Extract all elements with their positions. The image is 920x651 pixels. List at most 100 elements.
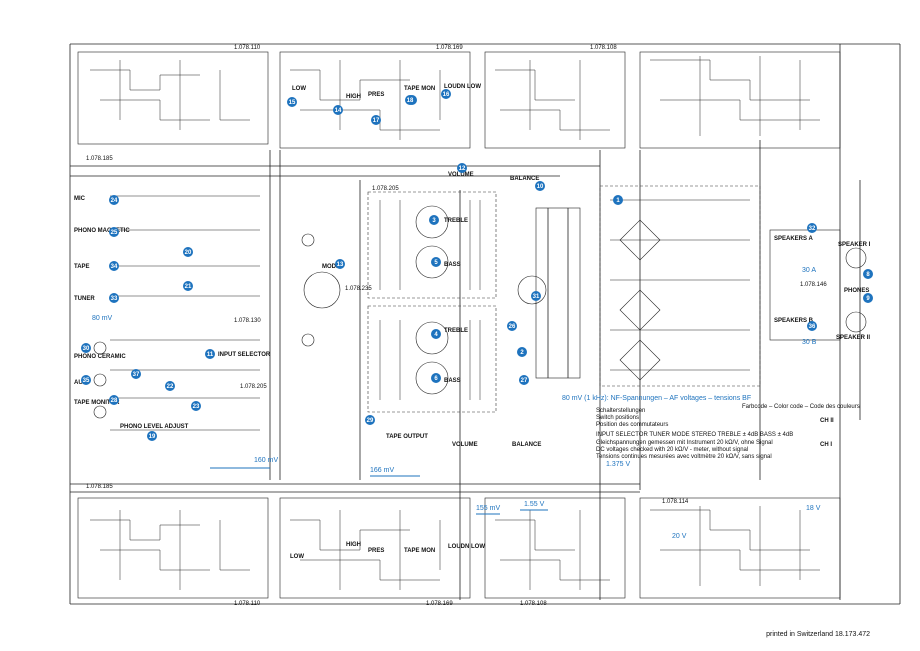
control-label-speakers-a: SPEAKERS A	[774, 236, 813, 242]
control-label-loudn-top: LOUDN LOW	[444, 84, 481, 90]
input-jacks	[93, 247, 867, 419]
input-label-aux: AUX	[74, 380, 87, 386]
voltage-1-55v: 1.55 V	[524, 501, 545, 508]
svg-text:32: 32	[809, 226, 816, 232]
tone-pots	[301, 205, 449, 395]
marker-21: 21	[183, 281, 193, 291]
marker-11: 11	[205, 349, 215, 359]
svg-text:3: 3	[432, 218, 436, 224]
board-label-14: 1.078.114	[662, 499, 689, 505]
legend-setup-en: Switch positions	[596, 415, 639, 421]
svg-text:34: 34	[111, 264, 118, 270]
control-label-high-bottom: HIGH	[346, 542, 361, 548]
control-label-high-top: HIGH	[346, 94, 361, 100]
voltage-1-375v: 1.375 V	[606, 461, 630, 468]
board-label-2: 1.078.169	[436, 45, 463, 51]
tone-board-top	[279, 51, 471, 149]
svg-text:15: 15	[289, 100, 296, 106]
svg-text:36: 36	[809, 324, 816, 330]
voltage-80mv: 80 mV	[92, 315, 113, 322]
power-supply	[599, 185, 761, 387]
component-traces	[90, 56, 820, 590]
legend-measure-de: Gleichspannungen gemessen mit Instrument…	[596, 440, 773, 446]
markers: 1 2 3 4 5 6 7 8 9 10 11 12 13 14 15 16 1…	[81, 89, 873, 441]
svg-text:10: 10	[537, 184, 544, 190]
marker-27: 27	[519, 375, 529, 385]
marker-22: 22	[165, 381, 175, 391]
marker-5: 5	[431, 257, 441, 267]
aux-jack	[93, 373, 107, 387]
board-label-8: 1.078.235	[345, 286, 372, 292]
legend-title: 80 mV (1 kHz): NF-Spannungen – AF voltag…	[562, 395, 751, 402]
input-label-tuner: TUNER	[74, 296, 95, 302]
board-label-11: 1.078.110	[234, 601, 261, 607]
marker-15: 15	[287, 97, 297, 107]
marker-25: 25	[109, 227, 119, 237]
control-label-pres-bottom: PRES	[368, 548, 384, 554]
control-label-input-selector: INPUT SELECTOR	[218, 352, 271, 358]
mains-selector-switch	[517, 275, 547, 305]
marker-29: 29	[365, 415, 375, 425]
marker-8: 8	[863, 269, 873, 279]
control-label-bass-2: BASS	[444, 378, 461, 384]
voltage-annotations: 80 mV 160 mV 166 mV 155 mV 1.55 V 1.375 …	[92, 267, 821, 540]
marker-17: 17	[371, 115, 381, 125]
marker-3: 3	[429, 215, 439, 225]
volume-board-top	[484, 51, 626, 149]
marker-30: 30	[81, 343, 91, 353]
control-labels: LOW HIGH PRES TAPE MON LOUDN LOW VOLUME …	[218, 84, 871, 560]
legend-setup-values: INPUT SELECTOR TUNER MODE STEREO TREBLE …	[596, 432, 793, 438]
marker-35: 35	[81, 375, 91, 385]
mode-switch	[303, 271, 341, 309]
label-30a: 30 A	[802, 267, 816, 274]
svg-text:20: 20	[185, 250, 192, 256]
speaker-i-jack	[845, 247, 867, 269]
legend-setup-de: Schalterstellungen	[596, 408, 645, 414]
control-label-low-bottom: LOW	[290, 554, 304, 560]
svg-text:22: 22	[167, 384, 174, 390]
control-label-tape-mon-bottom: TAPE MON	[404, 548, 435, 554]
svg-text:35: 35	[83, 378, 90, 384]
svg-text:5: 5	[434, 260, 438, 266]
control-label-speaker-ii: SPEAKER II	[836, 335, 870, 341]
svg-text:2: 2	[520, 350, 524, 356]
marker-24: 24	[109, 195, 119, 205]
board-label-4: 1.078.185	[86, 156, 113, 162]
legend-setup-fr: Position des commutateurs	[596, 422, 668, 428]
voltage-160mv: 160 mV	[254, 457, 278, 464]
legend-measure-fr: Tensions continues mesurées avec voltmèt…	[596, 454, 772, 460]
board-label-10: 1.078.185	[86, 484, 113, 490]
svg-text:11: 11	[207, 352, 214, 358]
tone-module-ch1	[367, 191, 497, 299]
speaker-switch-box	[769, 229, 841, 341]
voltage-166mv: 166 mV	[370, 467, 394, 474]
marker-2: 2	[517, 347, 527, 357]
board-label-5: 1.078.205	[372, 186, 399, 192]
control-label-tape-output: TAPE OUTPUT	[386, 434, 428, 440]
svg-text:37: 37	[133, 372, 140, 378]
marker-10: 10	[535, 181, 545, 191]
svg-text:28: 28	[111, 398, 118, 404]
board-label-7: 1.078.205	[240, 384, 267, 390]
input-label-phono-ceramic: PHONO CERAMIC	[74, 354, 126, 360]
svg-text:33: 33	[111, 296, 118, 302]
svg-text:12: 12	[459, 166, 466, 172]
marker-36: 36	[807, 321, 817, 331]
svg-text:9: 9	[866, 296, 870, 302]
legend-ch2: CH II	[820, 418, 834, 424]
voltage-155mv: 155 mV	[476, 505, 500, 512]
marker-9: 9	[863, 293, 873, 303]
marker-14: 14	[333, 105, 343, 115]
voltage-18v: 18 V	[806, 505, 821, 512]
input-label-phono-level-adjust: PHONO LEVEL ADJUST	[120, 424, 189, 430]
tone-module-ch2	[367, 305, 497, 413]
board-label-12: 1.078.169	[426, 601, 453, 607]
marker-26: 26	[507, 321, 517, 331]
svg-text:30: 30	[83, 346, 90, 352]
control-label-bass-1: BASS	[444, 262, 461, 268]
svg-text:21: 21	[185, 284, 192, 290]
tone-board-bottom	[279, 497, 471, 599]
control-label-volume-bottom: VOLUME	[452, 442, 478, 448]
board-label-3: 1.078.108	[590, 45, 617, 51]
input-label-tape-monitor: TAPE MONITOR	[74, 400, 120, 406]
